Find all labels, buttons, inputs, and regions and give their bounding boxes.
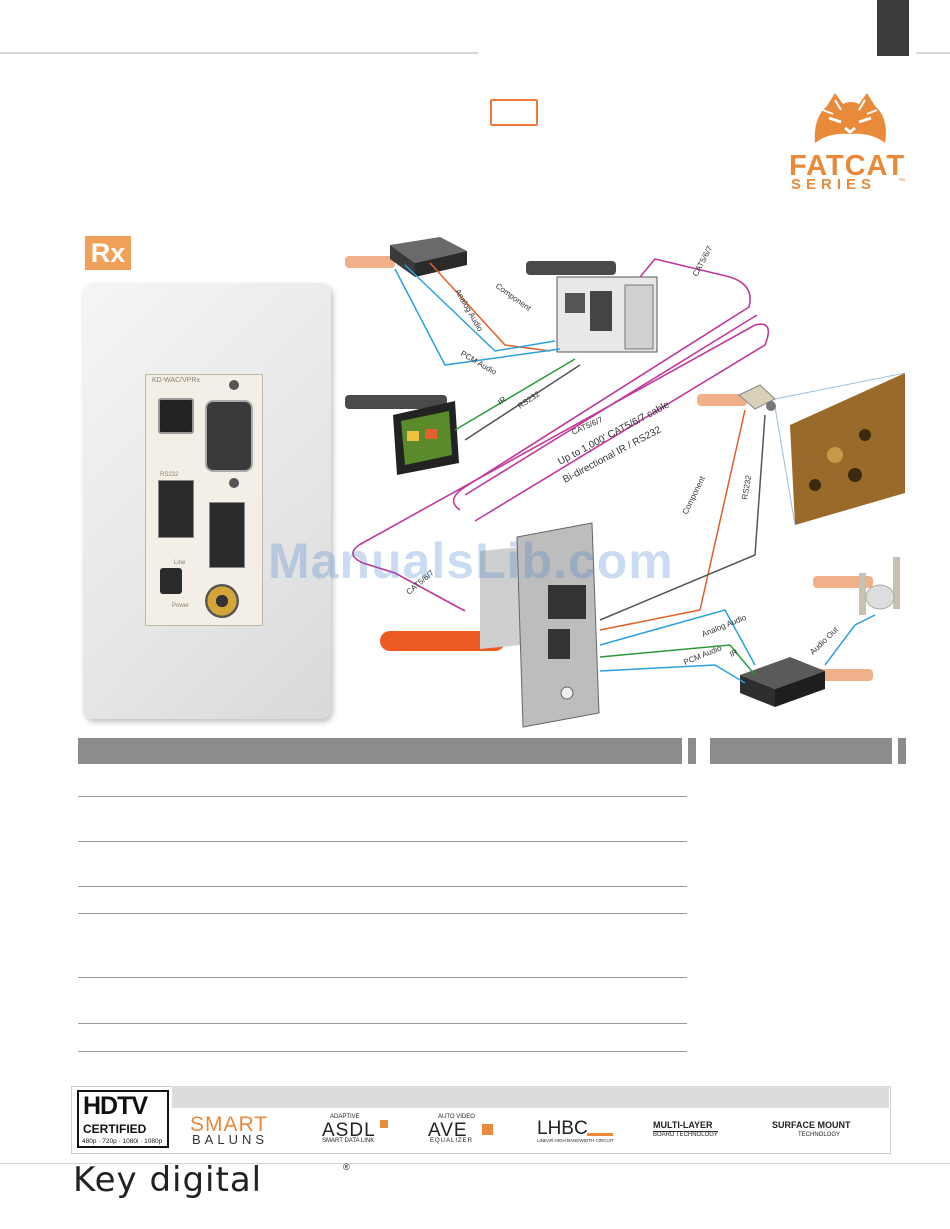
surface-mount-logo: SURFACE MOUNT bbox=[772, 1120, 851, 1130]
top-rule bbox=[0, 52, 478, 54]
hdtv-text: HDTV bbox=[83, 1092, 147, 1121]
section-header-bar bbox=[78, 738, 682, 764]
asdl-sub: SMART DATA LINK bbox=[322, 1138, 374, 1144]
top-rule-right bbox=[916, 52, 950, 54]
line-jack-icon bbox=[160, 568, 182, 594]
rs232-terminal-icon bbox=[158, 480, 194, 538]
screw-icon bbox=[229, 478, 239, 488]
multilayer-logo: MULTI-LAYER bbox=[653, 1120, 713, 1130]
component-label: Component bbox=[494, 281, 533, 313]
section-tab bbox=[877, 0, 909, 56]
source-device-icon bbox=[390, 237, 467, 277]
ir-label-2: IR bbox=[728, 647, 739, 658]
touch-panel-icon bbox=[393, 401, 459, 475]
lhbc-logo: LHBC bbox=[537, 1118, 588, 1140]
lhbc-bars-icon bbox=[587, 1124, 613, 1136]
rs232-label-2: RS232 bbox=[740, 474, 753, 500]
sidebar-header-mark bbox=[898, 738, 906, 764]
optical-port-icon bbox=[158, 398, 194, 434]
plate-model-label: KD-WAC/VPRx bbox=[152, 377, 200, 384]
display-image bbox=[790, 373, 905, 525]
hdtv-resolutions: 480p · 720p · 1080i · 1080p bbox=[82, 1138, 162, 1145]
rx-badge: Rx bbox=[85, 236, 131, 270]
rca-jack-icon bbox=[205, 584, 239, 618]
audio-terminal-icon bbox=[209, 502, 245, 568]
row-divider bbox=[78, 841, 687, 842]
multilayer-sub: BOARD TECHNOLOGY bbox=[653, 1131, 718, 1138]
ave-mark-icon bbox=[482, 1124, 493, 1135]
orange-tag-shape bbox=[490, 99, 538, 126]
baluns-logo: BALUNS bbox=[192, 1132, 268, 1147]
analog-audio-label-2: Analog Audio bbox=[700, 613, 748, 639]
source-label-box bbox=[345, 256, 395, 268]
rs232-port-label: RS232 bbox=[160, 472, 178, 478]
ave-sub: EQUALIZER bbox=[430, 1138, 473, 1144]
surface-mount-sub: TECHNOLOGY bbox=[798, 1132, 840, 1138]
hdtv-certified-logo: HDTV CERTIFIED 480p · 720p · 1080i · 108… bbox=[77, 1090, 169, 1148]
row-divider bbox=[78, 1051, 687, 1052]
row-divider bbox=[78, 977, 687, 978]
lhbc-sub: LINEAR HIGH BANDWIDTH CIRCUIT bbox=[537, 1138, 614, 1143]
sidebar-header-bar bbox=[710, 738, 892, 764]
row-divider bbox=[78, 1023, 687, 1024]
screw-icon bbox=[229, 380, 239, 390]
row-divider bbox=[78, 796, 687, 797]
speaker-icon bbox=[859, 557, 900, 615]
row-divider bbox=[78, 886, 687, 887]
fatcat-series-text: SERIES bbox=[791, 176, 876, 193]
tech-logo-strip-header bbox=[172, 1086, 889, 1108]
section-header-mark bbox=[688, 738, 696, 764]
projector-icon bbox=[739, 385, 776, 411]
amplifier-icon bbox=[740, 657, 825, 707]
line-port-label: Line bbox=[174, 560, 185, 566]
power-port-label: Power bbox=[172, 603, 189, 609]
connection-diagram: CAT5/6/7 CAT5/6/7 CAT5/6/7 Up to 1,000' … bbox=[335, 225, 950, 735]
hdtv-certified-text: CERTIFIED bbox=[83, 1122, 146, 1136]
device-label-box bbox=[526, 261, 616, 275]
asdl-mark-icon bbox=[380, 1120, 388, 1128]
key-digital-logo: Key digital bbox=[73, 1160, 262, 1200]
watermark-text: ManualsLib.com bbox=[268, 532, 674, 590]
transmitter-device-icon bbox=[557, 277, 657, 352]
vga-port-icon bbox=[205, 400, 253, 472]
registered-mark: ® bbox=[343, 1162, 350, 1172]
row-divider bbox=[78, 913, 687, 914]
component-label-2: Component bbox=[681, 474, 708, 516]
tiger-logo-icon bbox=[805, 88, 895, 150]
fatcat-tm: ™ bbox=[898, 178, 905, 185]
